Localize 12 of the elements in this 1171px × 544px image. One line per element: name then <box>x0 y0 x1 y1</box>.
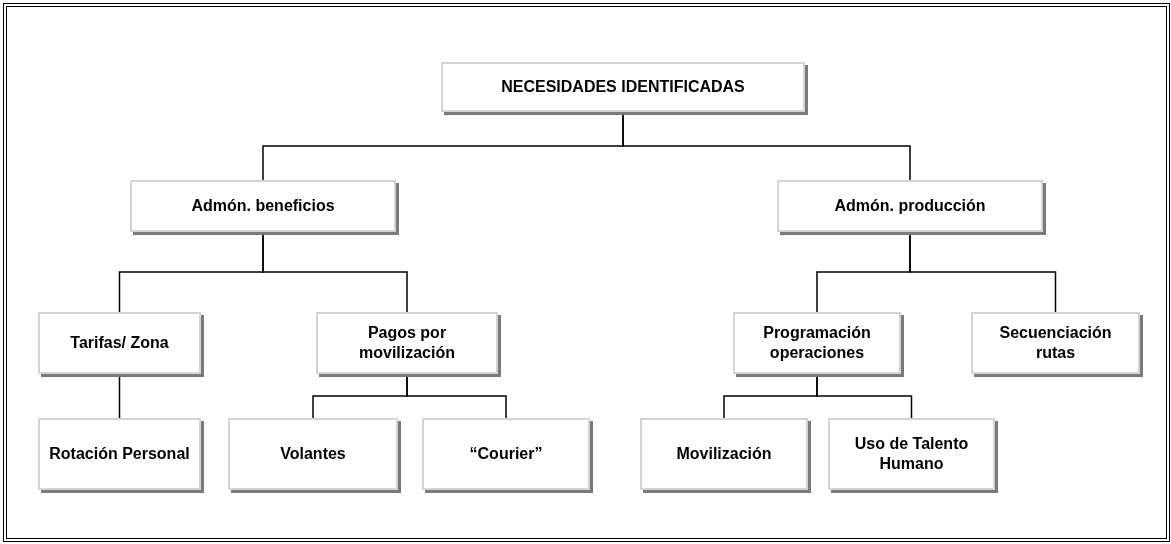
org-box: Movilización <box>640 418 808 490</box>
org-box: Pagos por movilización <box>316 312 498 374</box>
org-box: Secuenciación rutas <box>971 312 1140 374</box>
org-box: Admón. producción <box>777 180 1043 232</box>
org-box: Uso de Talento Humano <box>828 418 995 490</box>
org-box: Programación operaciones <box>733 312 901 374</box>
org-box: Volantes <box>228 418 398 490</box>
org-box: “Courier” <box>422 418 590 490</box>
org-box: Rotación Personal <box>38 418 201 490</box>
org-box: Admón. beneficios <box>130 180 396 232</box>
org-box: NECESIDADES IDENTIFICADAS <box>441 62 805 112</box>
org-box: Tarifas/ Zona <box>38 312 201 374</box>
